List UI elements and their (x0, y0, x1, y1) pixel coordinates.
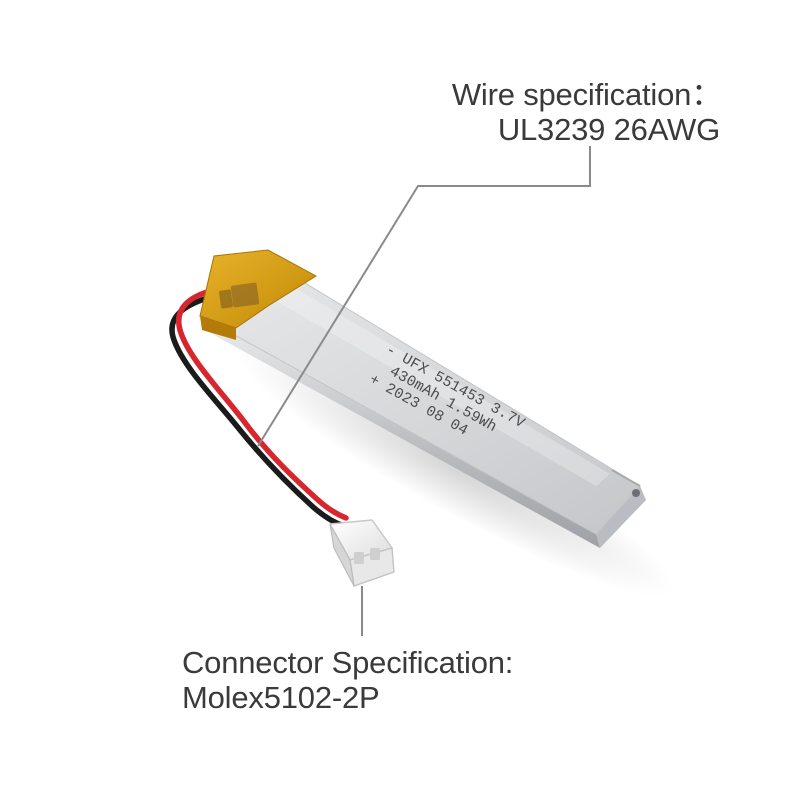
wire-callout-line (257, 146, 591, 447)
red-wire (176, 287, 349, 521)
battery-pouch (199, 259, 646, 548)
wire-specification-callout: Wire specification： UL3239 26AWG (451, 77, 722, 147)
wire-specification-value: UL3239 26AWG (497, 111, 720, 147)
wire-specification-label: Wire specification： (451, 77, 722, 112)
black-wire (169, 293, 347, 529)
lead-wires (169, 287, 349, 529)
wire-connector (328, 519, 395, 587)
connector-specification-value: Molex5102-2P (182, 679, 380, 715)
connector-specification-label: Connector Specification: (182, 645, 514, 680)
connector-specification-callout: Connector Specification: Molex5102-2P (182, 645, 514, 715)
kapton-tape (199, 249, 317, 340)
